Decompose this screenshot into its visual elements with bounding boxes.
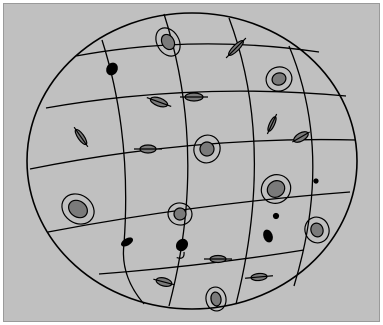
elliptical-galaxy — [274, 214, 279, 219]
illustration-frame — [3, 3, 380, 322]
globe-illustration — [4, 4, 379, 321]
elliptical-galaxy — [314, 179, 318, 183]
background — [4, 4, 379, 321]
